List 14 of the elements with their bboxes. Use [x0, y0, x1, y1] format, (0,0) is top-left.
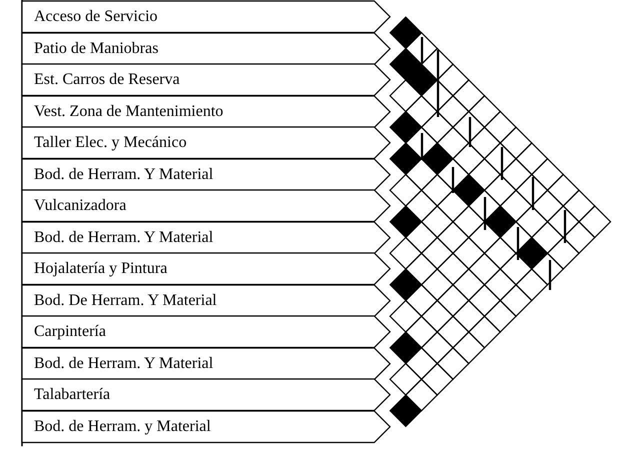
row-label-box: Carpintería — [22, 316, 390, 348]
row-label-box: Vulcanizadora — [22, 190, 390, 222]
row-label-box: Est. Carros de Reserva — [22, 64, 390, 96]
row-label-box: Bod. de Herram. y Material — [22, 410, 390, 442]
row-label-box: Bod. de Herram. Y Material — [22, 348, 390, 380]
row-label-box: Hojalatería y Pintura — [22, 253, 390, 285]
row-label-box: Bod. de Herram. Y Material — [22, 222, 390, 254]
row-label-box: Patio de Maniobras — [22, 32, 390, 64]
row-label-box: Taller Elec. y Mecánico — [22, 127, 390, 159]
row-label-box: Talabartería — [22, 379, 390, 411]
row-label-box: Bod. de Herram. Y Material — [22, 158, 390, 190]
row-label-box: Acceso de Servicio — [22, 1, 390, 33]
row-label-box: Bod. De Herram. Y Material — [22, 284, 390, 316]
row-label-box: Vest. Zona de Mantenimiento — [22, 96, 390, 128]
